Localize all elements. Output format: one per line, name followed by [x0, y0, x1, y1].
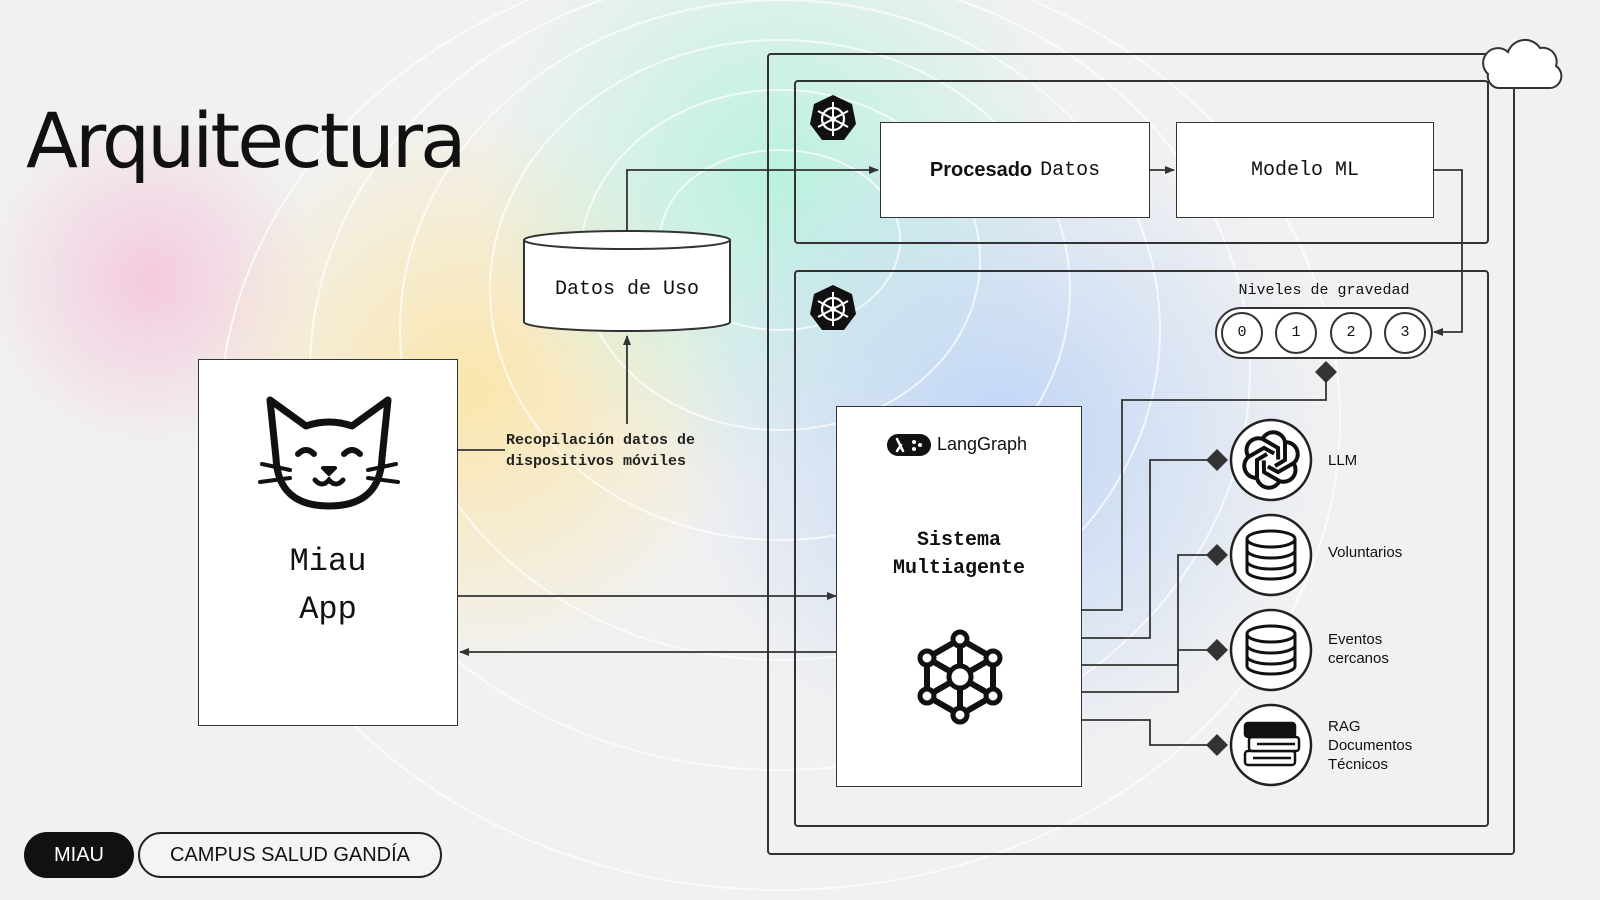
database-icon [1245, 529, 1297, 581]
campus-pill: CAMPUS SALUD GANDÍA [138, 832, 442, 878]
kubernetes-icon [810, 285, 856, 330]
cluster-bottom [794, 270, 1489, 827]
usage-to-processing-arrow [626, 166, 879, 231]
cat-icon [258, 396, 400, 510]
tool-label-events: Eventos cercanos [1328, 631, 1389, 667]
kubernetes-icon [810, 95, 856, 140]
data-processing-box: Procesado Datos [880, 122, 1150, 218]
severity-level-circles [1221, 312, 1426, 354]
agent-to-rag-line [1082, 719, 1207, 746]
connector-diamonds [1206, 361, 1337, 756]
multi-agent-system-box: LangGraph Sistema Multiagente [836, 406, 1082, 787]
model-label: Modelo ML [1250, 158, 1360, 182]
cloud-icon [1482, 38, 1563, 89]
page-title: Arquitectura [26, 96, 467, 185]
severity-level-1: 1 [1291, 324, 1301, 341]
agent-to-severity-line [1082, 381, 1327, 611]
collection-caption: Recopilación datos de dispositivos móvil… [506, 432, 696, 470]
brand-pill: MIAU [24, 832, 134, 878]
processing-label-data: Datos [1040, 158, 1101, 182]
severity-level-0: 0 [1237, 324, 1247, 341]
cluster-top [794, 80, 1489, 244]
tool-label-volunteers: Voluntarios [1328, 544, 1403, 561]
ml-model-box: Modelo ML [1176, 122, 1434, 218]
severity-levels-bar [1215, 307, 1433, 359]
network-icon [917, 629, 1003, 725]
agent-to-volunteers-line [1082, 554, 1207, 666]
tool-label-rag: RAG Documentos Técnicos [1328, 718, 1413, 773]
usage-data-label: Datos de Uso [554, 278, 700, 301]
database-icon [1245, 624, 1297, 676]
agent-to-llm-line [1082, 459, 1207, 639]
agent-title-line2: Multiagente [892, 557, 1026, 580]
miau-app-box: Miau App [198, 359, 458, 726]
severity-title: Niveles de gravedad [1238, 282, 1410, 299]
severity-level-2: 2 [1346, 324, 1356, 341]
processing-label: Procesado [929, 158, 1033, 181]
agent-title-line1: Sistema [916, 529, 1001, 552]
severity-level-3: 3 [1400, 324, 1410, 341]
agent-to-events-line [1082, 649, 1207, 693]
langgraph-label: LangGraph [937, 434, 1028, 454]
cloud-frame [767, 53, 1515, 855]
app-name-line2: App [299, 591, 357, 628]
langgraph-logo-icon [887, 434, 931, 456]
model-to-severity-arrow [1433, 169, 1463, 336]
openai-icon [1242, 430, 1300, 490]
tool-label-llm: LLM [1328, 452, 1358, 469]
app-name-line1: Miau [289, 543, 367, 580]
books-icon [1243, 721, 1301, 767]
